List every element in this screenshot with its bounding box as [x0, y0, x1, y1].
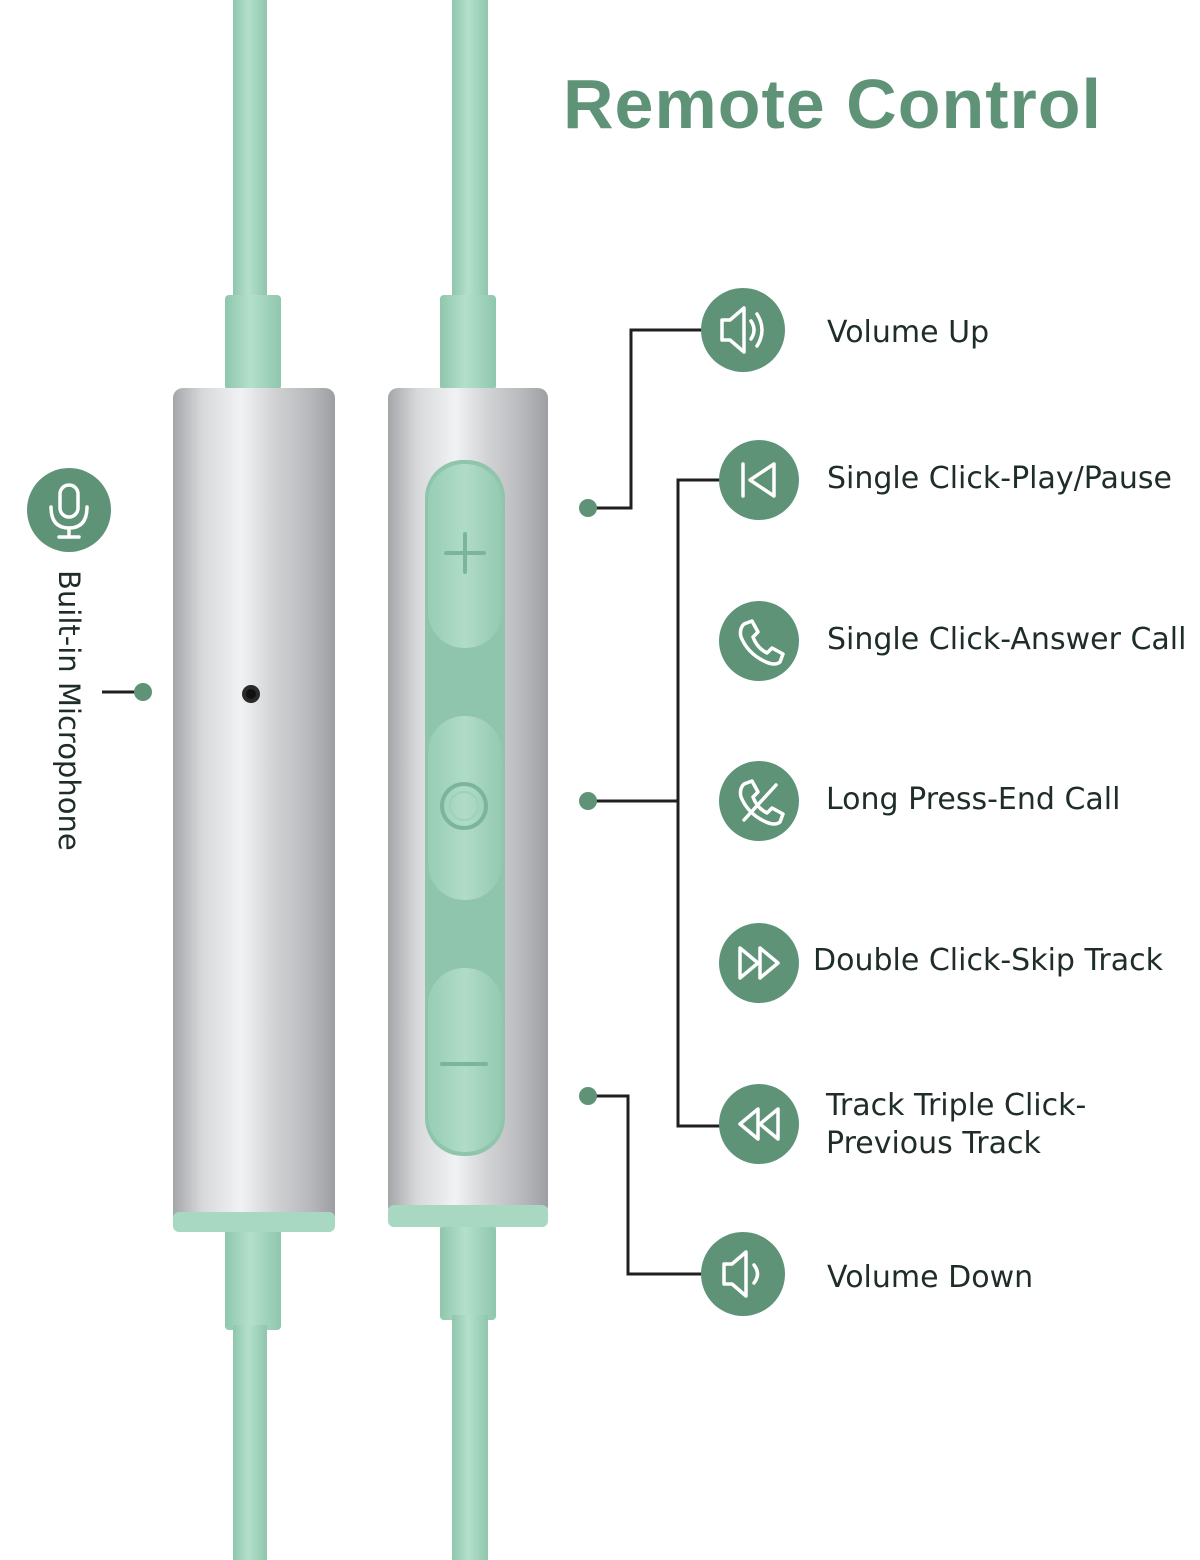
label-previous-track: Track Triple Click-Previous Track	[826, 1088, 1087, 1161]
phone-icon	[738, 619, 785, 666]
cable-right-collar-top	[440, 295, 496, 390]
page-title: Remote Control	[563, 65, 1102, 143]
fast-forward-icon	[738, 946, 780, 980]
leader-volume-down	[591, 1094, 702, 1276]
cable-right-bottom	[452, 1315, 488, 1560]
badge-answer-call	[719, 601, 799, 681]
cable-left-top	[233, 0, 267, 300]
badge-end-call	[719, 761, 799, 841]
cable-right-top	[452, 0, 488, 300]
circle-icon	[440, 782, 488, 830]
rewind-icon	[738, 1107, 780, 1141]
microphone-label: Built-in Microphone	[52, 570, 86, 851]
remote-body-left	[173, 388, 335, 1228]
cable-left-collar-top	[225, 295, 281, 390]
badge-volume-up	[701, 288, 785, 372]
microphone-icon	[49, 483, 89, 539]
label-play-pause: Single Click-Play/Pause	[827, 461, 1172, 496]
badge-previous-track	[719, 1084, 799, 1164]
label-answer-call: Single Click-Answer Call	[827, 622, 1187, 657]
remote-right-cap	[388, 1205, 548, 1227]
badge-volume-down	[701, 1232, 785, 1316]
leader-bracket	[676, 478, 720, 1128]
speaker-volume-up-icon	[720, 306, 764, 354]
mic-leader-dot	[134, 683, 152, 701]
cable-right-collar-bottom	[440, 1225, 496, 1320]
plus-icon	[444, 532, 486, 574]
microphone-badge	[27, 468, 111, 552]
leader-dot-volume-up	[579, 499, 597, 517]
play-pause-button[interactable]	[428, 716, 502, 900]
label-skip-track: Double Click-Skip Track	[813, 943, 1163, 978]
leader-dot-volume-down	[579, 1087, 597, 1105]
badge-skip-track	[719, 923, 799, 1003]
cable-left-bottom	[233, 1325, 267, 1560]
label-volume-down: Volume Down	[827, 1260, 1034, 1295]
skip-back-icon	[741, 462, 776, 498]
label-volume-up: Volume Up	[827, 315, 990, 350]
badge-play-pause	[719, 440, 799, 520]
volume-down-button[interactable]	[428, 968, 502, 1152]
remote-left-cap	[173, 1212, 335, 1232]
leader-dot-play	[579, 792, 597, 810]
cable-left-collar-bottom	[225, 1225, 281, 1330]
leader-volume-up	[591, 328, 702, 510]
label-end-call: Long Press-End Call	[826, 782, 1121, 817]
speaker-volume-down-icon	[722, 1250, 760, 1298]
